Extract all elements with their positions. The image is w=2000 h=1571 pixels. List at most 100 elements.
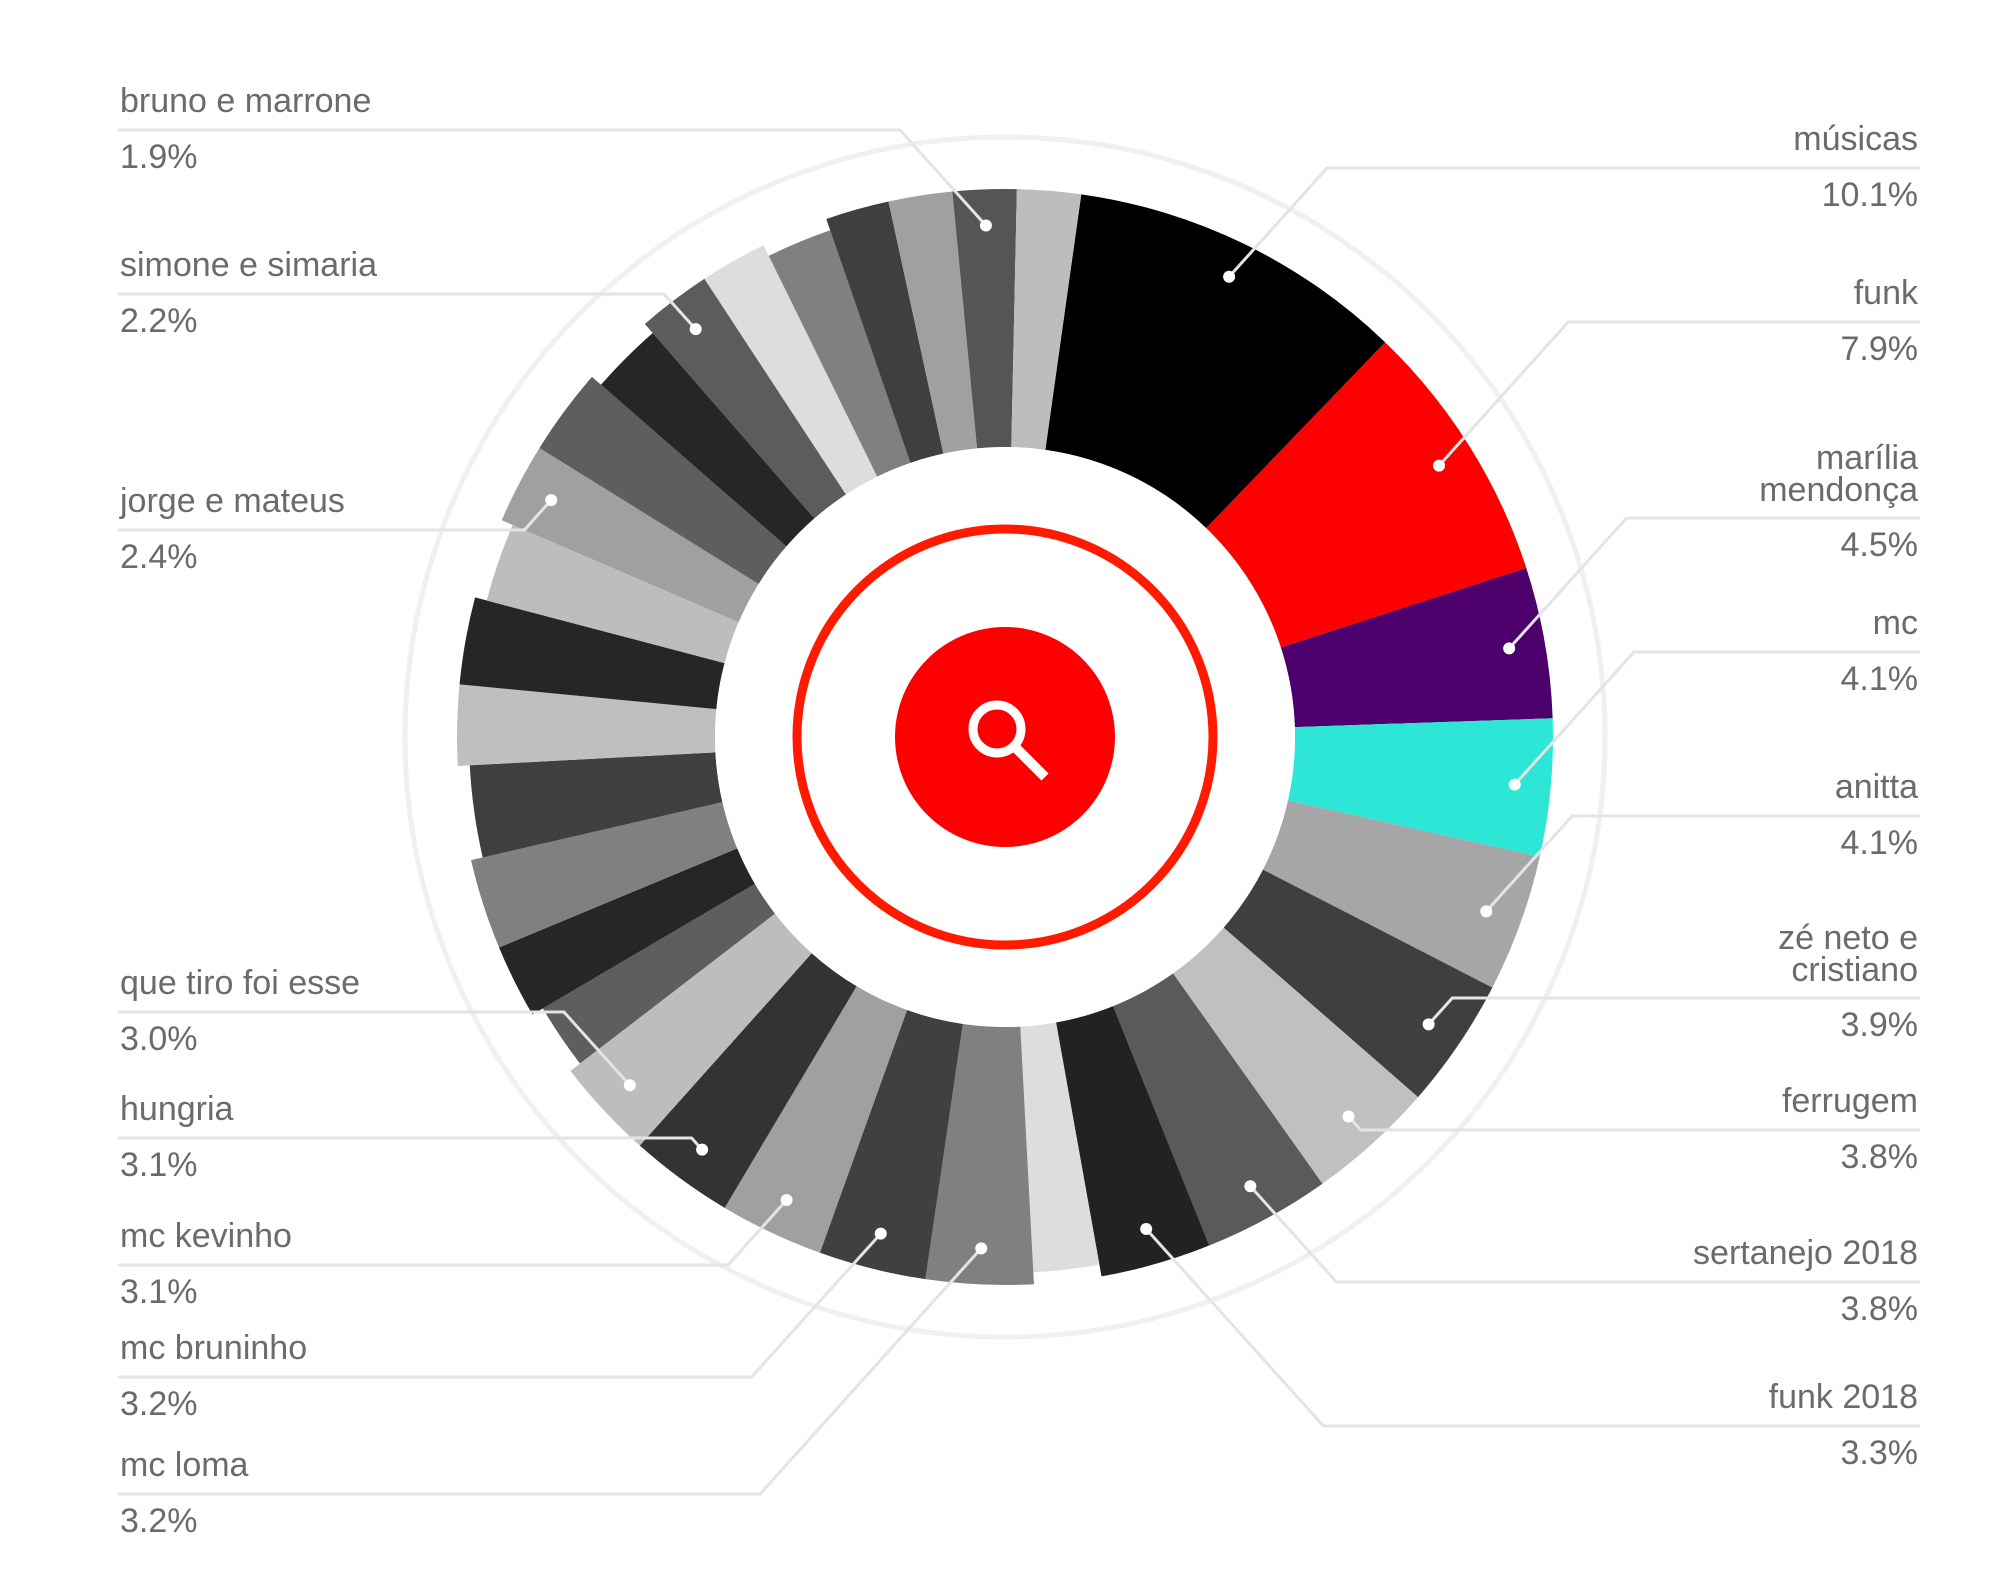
slice-ze-neto-e-cristiano [1223,869,1493,1098]
label-name: mc kevinho [120,1217,292,1255]
label-percent: 4.5% [1840,526,1919,564]
slice-unlabeled-24 [600,333,815,547]
slice-ferrugem [1172,927,1419,1184]
leader-dot-funk [1433,459,1446,472]
leader-line-marilia-mendonca [1508,516,1920,650]
label-percent: 3.1% [120,1146,198,1184]
label-ze-neto-e-cristiano: zé neto e cristiano 3.9% [1778,919,1919,1044]
label-simone-e-simaria: simone e simaria 2.2% [120,248,377,338]
slice-sertanejo-2018 [1113,973,1323,1246]
leader-line-anitta [1485,814,1920,913]
slice-unlabeled-18 [469,752,723,858]
label-name: bruno e marrone [120,82,372,120]
label-name: ferrugem [1781,1082,1918,1120]
slice-unlabeled-21 [486,525,739,664]
slice-unlabeled-28 [826,201,944,463]
slice-unlabeled-9 [1020,1022,1100,1273]
label-percent: 3.2% [120,1502,198,1540]
label-percent: 7.9% [1840,330,1919,368]
leader-dot-mc [1508,778,1521,791]
leader-line-que-tiro-foi-esse [118,1010,631,1087]
leader-line-mc-bruninho [118,1232,882,1379]
label-name: mc loma [120,1446,249,1484]
slice-funk [1206,342,1527,648]
leader-dot-mc-bruninho [874,1227,887,1240]
leader-dot-bruno-e-marrone [979,219,992,232]
leader-line-sertanejo-2018 [1249,1185,1920,1284]
slice-unlabeled-31 [1011,189,1082,450]
label-name: simone e simaria [120,246,377,284]
slice-unlabeled-26 [704,245,878,495]
label-mc-kevinho: mc kevinho 3.1% [120,1219,292,1309]
center-red-ring [792,524,1218,950]
label-name: funk [1853,274,1918,312]
slice-unlabeled-23 [539,376,787,585]
slice-mc-loma [925,1023,1034,1285]
slice-funk-2018 [1056,1006,1210,1277]
label-percent: 2.2% [120,302,198,340]
label-name: que tiro foi esse [120,964,361,1002]
slice-jorge-e-mateus [501,447,759,623]
label-percent: 3.8% [1840,1138,1919,1176]
slice-unlabeled-19 [457,684,717,766]
leader-dot-mc-kevinho [780,1193,793,1206]
leader-line-funk-2018 [1145,1228,1920,1428]
label-percent: 2.4% [120,538,198,576]
leader-dot-ferrugem [1342,1110,1355,1123]
leader-dot-simone-e-simaria [689,323,702,336]
label-name: mc [1872,604,1918,642]
leader-dot-musicas [1223,270,1236,283]
label-name: músicas [1793,120,1918,158]
leader-line-mc-kevinho [118,1198,788,1267]
slice-marilia-mendonca [1280,567,1553,728]
search-icon-lens [968,700,1026,758]
leader-dot-funk-2018 [1140,1223,1153,1236]
slice-unlabeled-15 [542,883,776,1064]
label-name: zé neto e cristiano [1778,919,1918,989]
leader-dot-hungria [696,1143,709,1156]
label-name: jorge e mateus [120,482,345,520]
label-name: funk 2018 [1768,1378,1918,1416]
slice-bruno-e-marrone [952,189,1017,449]
center-red-disc [895,627,1115,847]
leader-line-jorge-e-mateus [118,499,553,532]
leader-line-mc-loma [118,1247,983,1496]
leader-dot-mc-loma [975,1242,988,1255]
label-name: hungria [120,1090,234,1128]
search-icon [968,700,1049,781]
leader-line-mc [1513,650,1920,786]
leader-dot-ze-neto-e-cristiano [1422,1018,1435,1031]
label-percent: 3.1% [120,1273,198,1311]
leader-dot-marilia-mendonca [1503,642,1516,655]
slice-simone-e-simaria [644,278,846,519]
leader-line-simone-e-simaria [118,292,697,331]
leader-line-ferrugem [1347,1115,1920,1132]
slice-hungria [639,953,857,1208]
label-percent: 3.9% [1840,1006,1919,1044]
label-funk: funk 7.9% [1841,276,1919,366]
search-icon-handle [1011,743,1049,781]
label-name: marília mendonça [1759,439,1918,509]
label-mc-loma: mc loma 3.2% [120,1448,248,1538]
slice-unlabeled-29 [888,191,978,454]
label-marilia-mendonca: marília mendonça 4.5% [1759,439,1919,564]
slice-unlabeled-16 [499,848,755,1015]
slice-mc-bruninho [819,1009,963,1280]
slice-anitta [1262,800,1540,988]
label-percent: 4.1% [1840,824,1919,862]
leader-dot-que-tiro-foi-esse [623,1079,636,1092]
leader-dot-sertanejo-2018 [1244,1180,1257,1193]
slice-unlabeled-27 [768,230,911,477]
leader-line-funk [1437,320,1920,467]
slice-musicas [1045,194,1386,529]
label-percent: 3.2% [120,1385,198,1423]
label-hungria: hungria 3.1% [120,1092,233,1182]
label-percent: 10.1% [1821,176,1918,214]
